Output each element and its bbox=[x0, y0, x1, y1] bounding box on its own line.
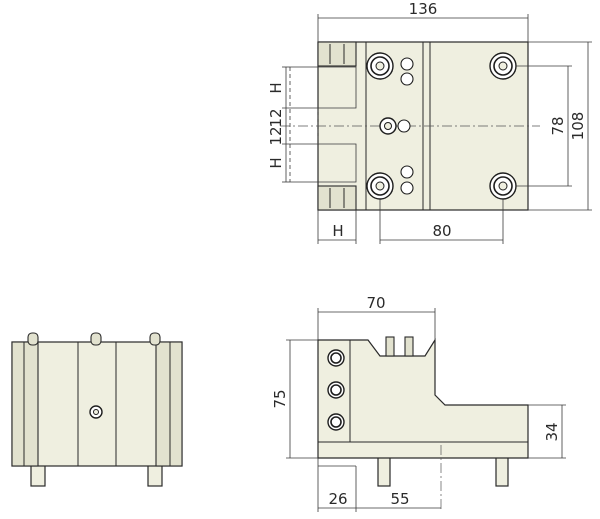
side-view-tab bbox=[385, 336, 395, 357]
top-view-bolt-hole bbox=[489, 52, 517, 80]
front-view-nub bbox=[90, 332, 102, 346]
top-view-small-hole bbox=[400, 181, 414, 195]
top-view-bolt-hole bbox=[366, 172, 394, 200]
top-view: 136 78 108 H 12 12 H H 80 bbox=[267, 0, 592, 244]
top-view-small-hole bbox=[400, 72, 414, 86]
dim-12-lower: 12 bbox=[267, 126, 285, 145]
dim-26: 26 bbox=[328, 490, 347, 508]
side-view-tab bbox=[404, 336, 414, 357]
dim-108: 108 bbox=[569, 112, 587, 141]
dim-34: 34 bbox=[543, 422, 561, 441]
top-view-bolt-hole bbox=[489, 172, 517, 200]
top-view-small-hole bbox=[400, 165, 414, 179]
top-view-small-hole bbox=[400, 57, 414, 71]
dim-h-bottom: H bbox=[332, 222, 343, 240]
dim-80: 80 bbox=[432, 222, 451, 240]
front-view-nub bbox=[27, 332, 39, 346]
top-view-clamp-upper bbox=[317, 41, 357, 67]
front-view bbox=[11, 332, 183, 487]
dim-78: 78 bbox=[549, 116, 567, 135]
top-view-bolt-hole bbox=[366, 52, 394, 80]
side-view: 70 75 34 26 55 bbox=[271, 294, 566, 512]
side-view-body bbox=[317, 337, 529, 459]
dim-h-lower: H bbox=[267, 157, 285, 168]
dim-75: 75 bbox=[271, 389, 289, 408]
side-view-leg bbox=[377, 455, 391, 487]
side-view-hole bbox=[327, 413, 345, 431]
dim-136: 136 bbox=[409, 0, 438, 18]
dim-12-upper: 12 bbox=[267, 108, 285, 127]
side-view-hole bbox=[327, 381, 345, 399]
top-view-clamp-lower bbox=[317, 185, 357, 211]
dim-h-upper: H bbox=[267, 82, 285, 93]
side-view-hole bbox=[327, 349, 345, 367]
top-view-small-hole bbox=[397, 119, 411, 133]
top-view-center-hole bbox=[379, 117, 397, 135]
dim-70: 70 bbox=[366, 294, 385, 312]
front-view-body bbox=[11, 341, 183, 467]
dim-55: 55 bbox=[390, 490, 409, 508]
front-view-nub bbox=[149, 332, 161, 346]
side-view-leg bbox=[495, 455, 509, 487]
